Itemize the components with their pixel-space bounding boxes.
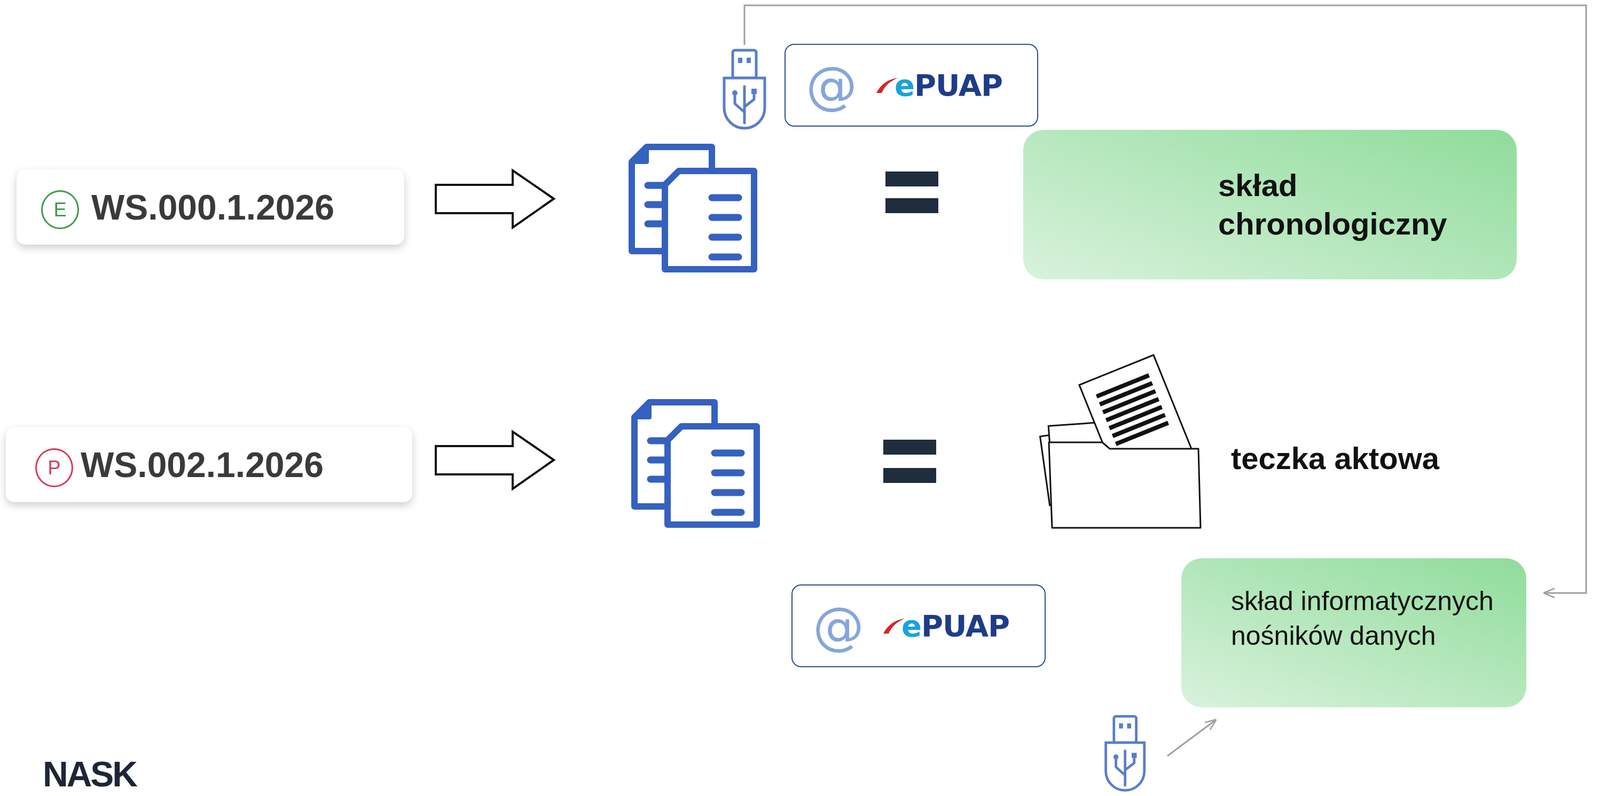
at-symbol: @ — [805, 59, 858, 112]
storage-box: skład informatycznych nośników danych — [1181, 558, 1527, 708]
node-text: WS.000.1.2026 — [91, 189, 335, 225]
node-text: P — [47, 458, 61, 478]
node-text: skład chronologiczny — [1218, 166, 1470, 244]
case-badge: WS.000.1.2026 E — [16, 169, 405, 245]
at-symbol: @ — [812, 600, 865, 652]
status-circle: P — [35, 448, 74, 488]
epuap-box: @ ePUAP — [791, 584, 1046, 668]
epuap-logo: ePUAP — [901, 610, 1010, 641]
node-text: WS.002.1.2026 — [80, 446, 324, 483]
epuap-box: @ ePUAP — [784, 43, 1039, 127]
node-text: E — [53, 200, 67, 220]
epuap-logo: ePUAP — [894, 70, 1003, 101]
logo-text: NASK — [42, 756, 137, 792]
status-circle: E — [41, 190, 80, 230]
folder-icon — [1040, 355, 1201, 528]
case-badge: WS.002.1.2026 P — [5, 427, 413, 503]
folder-label: teczka aktowa — [1230, 442, 1440, 474]
storage-box: skład chronologiczny — [1023, 129, 1517, 280]
node-text: skład informatycznych nośników danych — [1230, 583, 1512, 654]
